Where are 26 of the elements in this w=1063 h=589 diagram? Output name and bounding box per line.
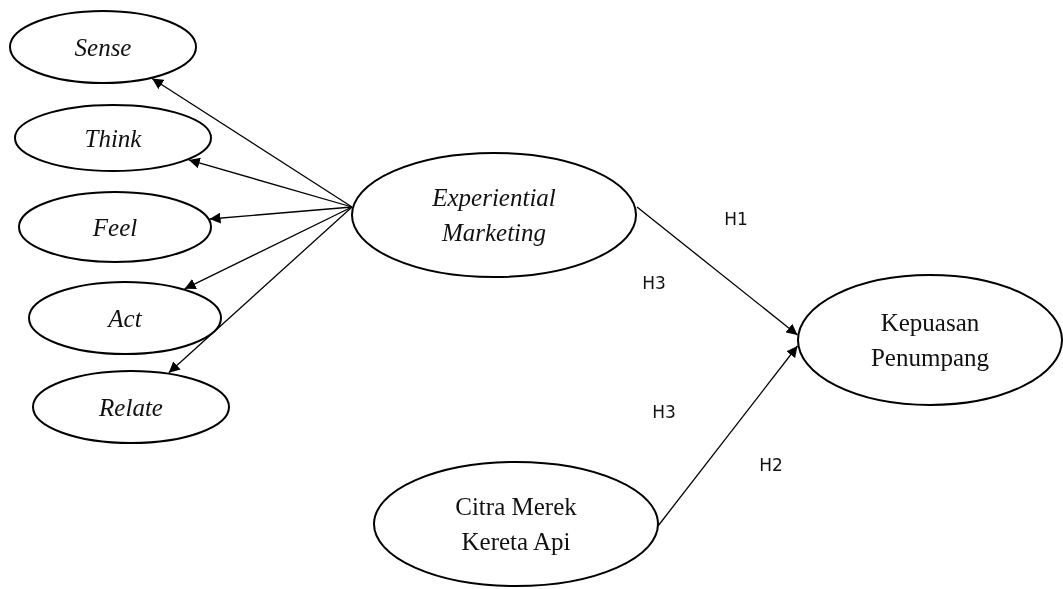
oval-node (32, 370, 230, 444)
arrow (636, 206, 799, 336)
node-label: Think (83, 123, 143, 154)
oval-node (797, 274, 1063, 406)
oval-node (14, 104, 212, 172)
node-label: Sense (73, 32, 133, 63)
arrow (188, 157, 353, 208)
arrow (168, 206, 353, 374)
hypothesis-label: H2 (759, 455, 783, 475)
node-label: Kepuasan Penumpang (869, 308, 990, 373)
node-label: Experiential Marketing (431, 183, 557, 248)
hypothesis-label: H3 (652, 402, 676, 422)
node-label: Relate (98, 392, 164, 423)
oval-node (28, 281, 222, 355)
hypothesis-label: H1 (724, 209, 748, 229)
node-label: Feel (91, 212, 139, 243)
oval-node (351, 152, 637, 278)
arrow (208, 206, 353, 224)
node-label: Act (106, 303, 143, 334)
arrow (184, 206, 353, 290)
oval-node (373, 461, 659, 587)
oval-node (18, 191, 212, 263)
hypothesis-label: H3 (642, 273, 666, 293)
arrow (151, 77, 353, 208)
node-label: Citra Merek Kereta Api (454, 492, 578, 557)
oval-node (9, 10, 197, 84)
